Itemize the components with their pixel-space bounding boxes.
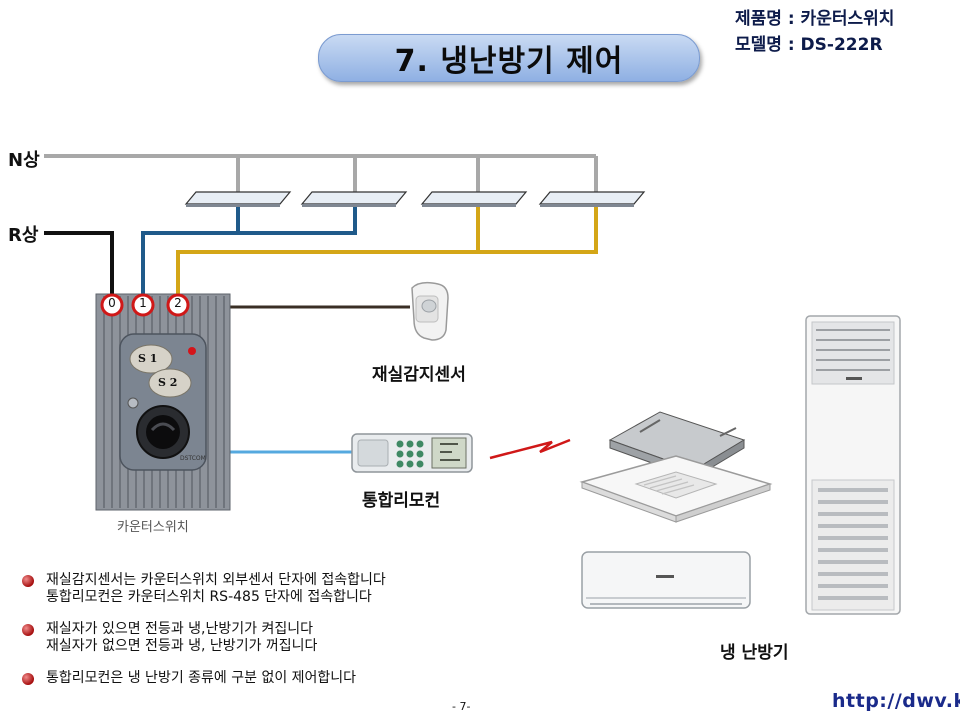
counter-switch [95, 293, 231, 511]
switch-button-s1-label: S 1 [138, 352, 158, 365]
occupancy-sensor-icon [411, 281, 449, 341]
counter-switch-label: 카운터스위치 [117, 520, 189, 535]
notes-list: 재실감지센서는 카운터스위치 외부센서 단자에 접속합니다 통합리모컨은 카운터… [18, 572, 386, 702]
light-fixture [420, 191, 528, 207]
remote-controller-label: 통합리모컨 [362, 491, 441, 511]
product-info: 제품명 : 카운터스위치 모델명 : DS-222R [735, 6, 894, 58]
terminal-2: 2 [174, 296, 182, 310]
note-item: 통합리모컨은 냉 난방기 종류에 구분 없이 제어합니다 [18, 670, 386, 687]
note-item: 재실자가 있으면 전등과 냉,난방기가 켜집니다 재실자가 없으면 전등과 냉,… [18, 621, 386, 655]
ir-signal-icon [489, 438, 571, 460]
floor-standing-ac-icon [805, 315, 901, 615]
website-link[interactable]: http://dwv.kr [832, 690, 960, 712]
light-fixture [538, 191, 646, 207]
light-fixture [184, 191, 292, 207]
switch-button-s2-label: S 2 [158, 376, 178, 389]
bullet-icon [22, 624, 34, 636]
channel-1-line [141, 204, 357, 296]
title-banner: 7. 냉난방기 제어 [318, 34, 700, 82]
page-title: 7. 냉난방기 제어 [394, 44, 624, 79]
wall-mounted-ac-icon [581, 551, 751, 609]
hvac-label: 냉 난방기 [720, 643, 789, 663]
switch-brand-label: DSTCOM [180, 455, 206, 462]
bullet-icon [22, 575, 34, 587]
channel-2-line [176, 204, 598, 296]
note-line: 재실자가 없으면 전등과 냉, 난방기가 꺼집니다 [46, 638, 318, 654]
product-name-line: 제품명 : 카운터스위치 [735, 9, 895, 29]
n-phase-line [44, 154, 598, 192]
ceiling-cassette-ac-icon [579, 411, 773, 523]
note-line: 재실자가 있으면 전등과 냉,난방기가 켜집니다 [46, 621, 313, 637]
page-number: - 7- [452, 700, 471, 713]
terminal-0: 0 [108, 296, 116, 310]
note-line: 통합리모컨은 냉 난방기 종류에 구분 없이 제어합니다 [46, 670, 357, 686]
note-line: 재실감지센서는 카운터스위치 외부센서 단자에 접속합니다 [46, 572, 386, 588]
light-fixture [300, 191, 408, 207]
note-line: 통합리모컨은 카운터스위치 RS-485 단자에 접속합니다 [46, 589, 372, 605]
note-item: 재실감지센서는 카운터스위치 외부센서 단자에 접속합니다 통합리모컨은 카운터… [18, 572, 386, 606]
terminal-1: 1 [139, 296, 147, 310]
terminal-markers [100, 293, 190, 317]
remote-controller-icon [351, 433, 473, 473]
n-phase-label: N상 [8, 150, 40, 171]
r-phase-line [44, 231, 114, 296]
r-phase-label: R상 [8, 225, 39, 246]
bullet-icon [22, 673, 34, 685]
light-fixtures [184, 191, 646, 207]
model-name-line: 모델명 : DS-222R [735, 35, 883, 55]
occupancy-sensor-label: 재실감지센서 [372, 365, 466, 385]
